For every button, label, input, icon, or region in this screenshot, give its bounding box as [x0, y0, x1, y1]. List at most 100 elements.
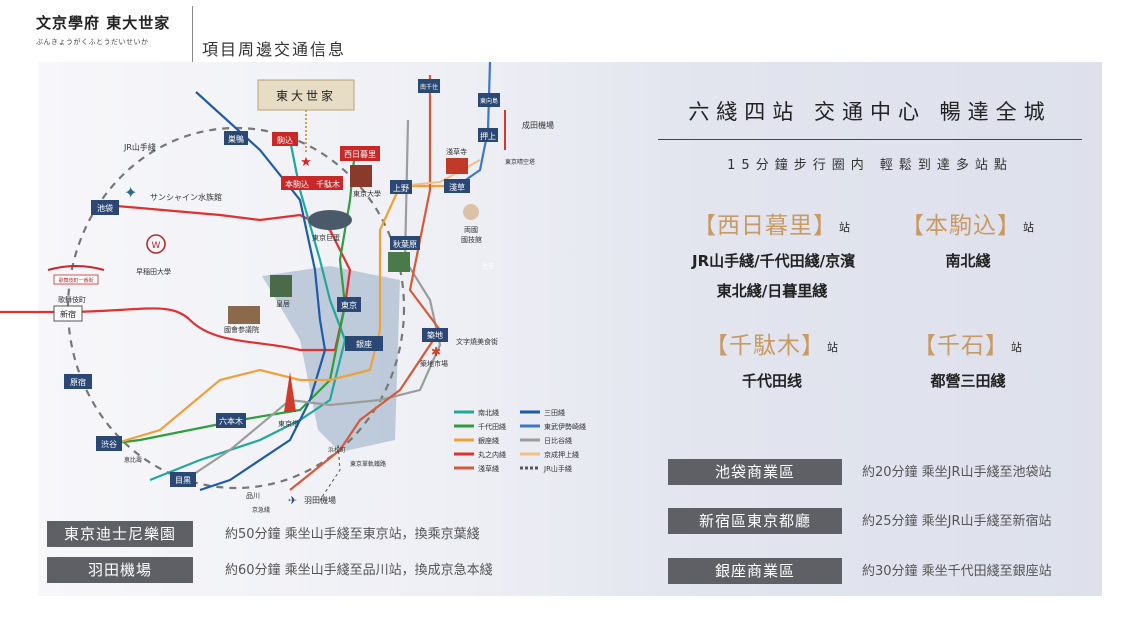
route-label-ikebukuro: 池袋商業區	[668, 459, 842, 485]
route-desc-ikebukuro: 約20分鐘 乘坐JR山手綫至池袋站	[862, 465, 1052, 480]
line-hibiya	[184, 119, 442, 481]
legend-label: 淺草綫	[478, 464, 499, 473]
legend-label: 東武伊勢崎綫	[544, 422, 586, 431]
station-label-oshiage: 押上	[480, 131, 496, 141]
headline-rule	[658, 139, 1082, 140]
station-card-nishi-nippori: 【西日暮里】站 JR山手綫/千代田綫/京濱 東北綫/日暮里綫	[692, 206, 855, 306]
map-label-monja: 文字燒美食街	[456, 337, 498, 346]
legend-label: 京成押上綫	[544, 450, 579, 459]
waseda-emblem-icon	[146, 234, 166, 254]
route-desc-disney: 約50分鐘 乘坐山手綫至東京站，換乘京葉綫	[225, 527, 480, 542]
station-label-ikebukuro: 池袋	[97, 203, 113, 213]
station-box-ginza	[345, 336, 383, 351]
station-label-honkomagome: 本駒込	[285, 179, 309, 189]
station-label-tokyo: 東京	[341, 300, 357, 310]
station-card-honkomagome: 【本駒込】站 南北綫	[898, 206, 1038, 276]
waseda-w-icon: W	[152, 241, 161, 251]
map-label-monorail: 東京單軌鐵路	[350, 460, 386, 468]
station-box-honkomagome-north	[272, 132, 298, 146]
palace-area	[262, 266, 400, 452]
map-label-kokkai: 國會参議院	[224, 325, 259, 334]
map-label-tokyo-tower: 東京塔	[278, 419, 299, 428]
route-label-disney: 東京迪士尼樂園	[47, 521, 193, 547]
map-label-skytree: 東京晴空塔	[505, 158, 535, 166]
route-desc-ginza: 約30分鐘 乘坐千代田綫至銀座站	[862, 564, 1052, 579]
station-name: 【西日暮里】	[693, 213, 837, 239]
route-label-ginza: 銀座商業區	[668, 558, 842, 584]
line-mita	[195, 91, 327, 492]
kokyo-icon	[270, 275, 292, 297]
station-line: 都營三田綫	[930, 372, 1006, 390]
station-label-honkomagome-north: 駒込	[277, 135, 293, 145]
station-box-sendagi	[313, 176, 343, 190]
map-label-kabukicho-sign: 歌舞伎町一番街	[58, 277, 93, 284]
content-panel	[38, 62, 1102, 596]
station-box-meguro	[170, 472, 196, 487]
legend-label: 日比谷綫	[544, 436, 572, 445]
tokyo-dome-icon	[308, 210, 352, 230]
legend-label: 丸之内綫	[478, 450, 506, 459]
station-label-hikifune: 東向島	[480, 97, 498, 105]
station-label-sendagi: 千駄木	[316, 179, 340, 189]
legend-label: 銀座綫	[478, 436, 499, 445]
station-box-ueno	[390, 180, 412, 194]
station-label-meguro: 目黒	[175, 476, 191, 485]
map-label-shinagawa: 品川	[246, 492, 260, 500]
station-name: 【千石】	[913, 333, 1009, 359]
line-ginza	[109, 184, 457, 447]
station-suffix: 站	[1023, 220, 1035, 234]
station-label-asakusa: 淺草	[449, 182, 465, 192]
sensoji-icon	[446, 158, 468, 174]
station-label-roppongi: 六本木	[219, 416, 243, 426]
station-suffix: 站	[1011, 340, 1023, 354]
map-label-waseda: 早稲田大學	[136, 267, 171, 276]
kabukicho-sign-box	[53, 274, 99, 285]
project-label: 東大世家	[276, 88, 336, 103]
station-box-oshiage	[478, 128, 498, 142]
station-label-minowa: 南千住	[420, 83, 438, 91]
station-box-harajuku	[64, 374, 92, 389]
legend-label: 三田綫	[544, 408, 565, 417]
map-label-senso-ji: 淺草寺	[446, 147, 467, 156]
station-label-ginza: 銀座	[356, 339, 372, 349]
legend-label: JR山手綫	[543, 464, 572, 473]
station-box-roppongi	[216, 413, 246, 428]
station-box-asakusa	[444, 179, 470, 193]
kabukicho-gate-icon	[47, 265, 105, 271]
station-box-shibuya	[96, 436, 122, 451]
brand-block: 文京學府 東大世家 ぶんきょうがくふとうだいせいか	[36, 12, 170, 47]
station-label-akihabara: 秋葉原	[393, 239, 417, 249]
station-box-honkomagome	[281, 176, 313, 190]
project-star-icon: ★	[300, 155, 312, 170]
map-label-haneda: 羽田機場	[304, 495, 336, 505]
sidebar: 六綫四站 交通中心 暢達全城 15分鐘步行圈内 輕鬆到達多站點 【西日暮里】站 …	[640, 62, 1100, 522]
map-label-ebisu: 恵比壽	[124, 456, 142, 464]
station-box-tsukiji	[422, 328, 448, 342]
station-name: 【千駄木】	[705, 333, 825, 359]
station-suffix: 站	[827, 340, 839, 354]
route-desc-haneda: 約60分鐘 乘坐山手綫至品川站，換成京急本綫	[225, 563, 493, 578]
line-monorail	[319, 444, 341, 501]
map-label-kabukicho: 歌舞伎町	[58, 295, 86, 304]
station-box-sugamo	[224, 131, 248, 145]
station-box-nishinippori	[340, 146, 380, 161]
sidebar-headline: 六綫四站 交通中心 暢達全城	[688, 100, 1052, 124]
map-label-yamanote: JR山手綫	[123, 142, 156, 152]
route-label-shinjuku: 新宿區東京都廳	[668, 508, 842, 534]
station-label-tsukiji: 築地	[427, 330, 443, 340]
map-label-kokugikan: 國技館	[461, 235, 482, 244]
station-card-sendagi: 【千駄木】站 千代田线	[702, 326, 842, 396]
station-label-shinjuku: 新宿	[60, 309, 76, 319]
page-title: 項目周邊交通信息	[202, 40, 347, 59]
station-label-ueno: 上野	[393, 184, 409, 193]
map-label-kokyo: 皇居	[276, 299, 290, 308]
project-label-box	[257, 79, 355, 111]
akihabara-icon	[388, 252, 410, 272]
station-box-minowa	[418, 79, 440, 93]
station-name: 【本駒込】	[901, 213, 1021, 239]
map-label-narita: 成田機場	[522, 120, 554, 130]
brand-title: 文京學府 東大世家	[36, 14, 171, 32]
station-line: 南北綫	[945, 252, 991, 270]
map-label-tokyo-dome: 東京巨蛋	[312, 233, 340, 242]
